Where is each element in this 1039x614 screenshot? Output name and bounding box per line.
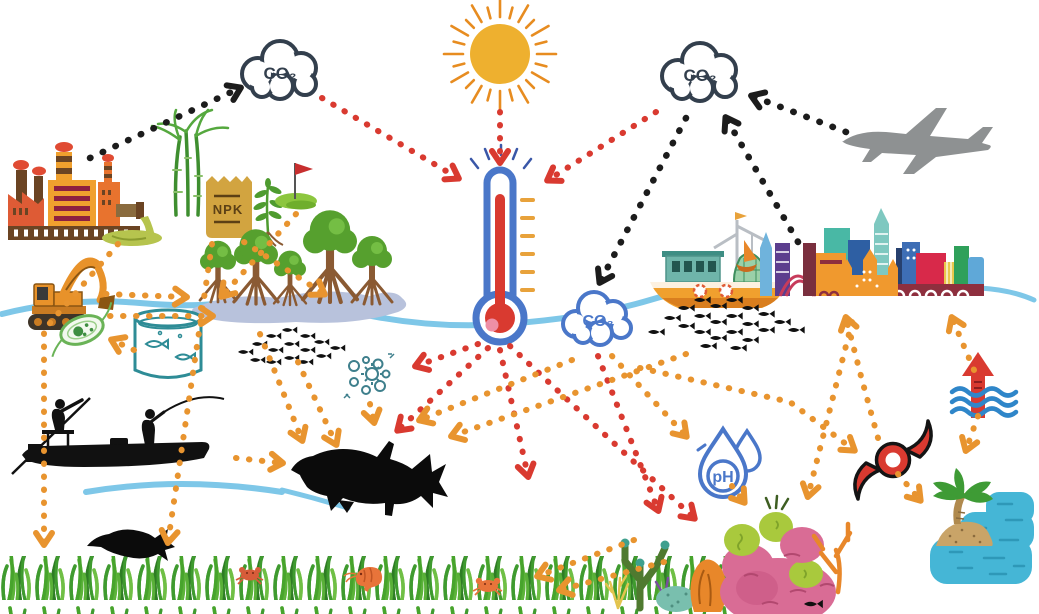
fish-icon (284, 340, 300, 348)
thermometer-warming-icon (469, 143, 535, 346)
fish-icon (710, 318, 727, 326)
water-line-right (977, 285, 1037, 303)
edge-fish-school-nursery-to-tarpon (295, 359, 342, 448)
fishing-trawler-icon (650, 212, 788, 308)
edge-fish-school-ocean-to-tarpon (448, 351, 689, 443)
coral-reef-icon (604, 494, 853, 614)
fish-icon (282, 326, 298, 334)
fish-icon (694, 328, 711, 336)
fish-icon (330, 344, 346, 352)
fish-icon (648, 328, 665, 336)
edge-airplane-to-co2-atmosphere-right (748, 89, 850, 136)
fish-icon (694, 312, 711, 320)
mangrove-trees-icon (191, 210, 407, 324)
fish-icon (700, 342, 717, 350)
fish-icon (266, 332, 282, 340)
fish-school-nursery-icon (238, 326, 346, 366)
golf-green-icon (275, 163, 317, 210)
edge-dissolved-co2-to-coral-reef (595, 353, 665, 514)
tarpon-icon (291, 441, 448, 516)
fish-icon (730, 344, 747, 352)
edge-city-to-co2-atmosphere-right (721, 114, 802, 246)
edge-golf-course-to-mangroves (218, 211, 299, 300)
edge-coral-reef-to-seagrass (556, 559, 667, 598)
plankton-cluster-icon (343, 353, 395, 399)
edge-hurricane-to-city (838, 314, 881, 441)
crab-icon (472, 577, 503, 596)
edge-dissolved-co2-to-ph (609, 353, 690, 440)
factory-pollution-icon (8, 142, 162, 246)
fish-icon (742, 336, 759, 344)
edge-co2-atmosphere-right-to-dissolved-co2 (595, 114, 690, 286)
edge-sea-level-rise-to-island (959, 413, 981, 454)
sugarcane-icon (150, 108, 230, 217)
crab-icon (235, 567, 264, 585)
edge-thermometer-to-coral-reef (507, 343, 698, 522)
edge-co2-atmosphere-left-to-thermometer (319, 95, 462, 183)
dissolved-co2-label: CO₂ (582, 313, 613, 330)
co2-cloud-left-icon: CO₂ (240, 39, 318, 101)
anglers-boat-icon (11, 396, 225, 475)
fish-icon (758, 310, 775, 318)
npk-label: NPK (213, 202, 243, 217)
airplane-icon (842, 108, 993, 174)
edge-dissolved-co2-to-hurricane (637, 365, 858, 454)
hurricane-icon (853, 419, 933, 501)
edge-city-to-coral-reef (799, 319, 855, 500)
edge-thermometer-to-plankton (412, 341, 481, 373)
fish-tank-icon (133, 308, 203, 379)
fish-icon (300, 346, 316, 354)
edge-dissolved-co2-to-tarpon (416, 357, 575, 427)
water-line-tarpon (279, 487, 351, 511)
fish-icon (664, 314, 681, 322)
water-line-flats (83, 481, 285, 495)
fish-icon (788, 326, 805, 334)
ph-label: pH (712, 469, 733, 486)
edge-thermometer-to-tarpon (394, 345, 491, 434)
fish-icon (268, 346, 284, 354)
fish-icon (758, 326, 775, 334)
fish-icon (726, 328, 743, 336)
island-palm-icon (930, 468, 1034, 584)
edge-factory-to-co2-atmosphere-left (86, 82, 244, 162)
fish-icon (316, 352, 332, 360)
edge-co2-atmosphere-right-to-thermometer (544, 109, 659, 184)
edge-agriculture-to-seagrass (158, 241, 215, 546)
fish-icon (742, 320, 759, 328)
fish-icon (774, 318, 791, 326)
fish-icon (250, 356, 266, 364)
co2-cloud-right-icon: CO₂ (660, 41, 738, 103)
co2-right-label: CO₂ (683, 66, 716, 85)
edge-hurricane-to-island (895, 471, 924, 504)
fish-icon (300, 332, 316, 340)
fish-icon (726, 312, 743, 320)
edge-sea-level-rise-to-city (945, 314, 977, 373)
effluent-puddle (102, 230, 162, 246)
bonefish-icon (87, 529, 175, 561)
edge-agriculture-to-mangroves (241, 239, 328, 298)
edge-skiff-to-tarpon (233, 450, 286, 473)
edge-coral-reef-to-seagrass (534, 537, 637, 583)
shrimp-icon (343, 567, 383, 592)
edge-ph-to-coral-reef (728, 483, 748, 506)
edge-factory-to-seagrass (33, 241, 121, 548)
co2-left-label: CO₂ (263, 64, 296, 83)
ph-droplet-icon: pH (696, 425, 762, 499)
arrows-layer (33, 82, 981, 598)
fish-icon (238, 348, 254, 356)
sea-level-rise-icon (949, 352, 1019, 418)
city-skyline-icon (736, 208, 984, 297)
dissolved-co2-icon: CO₂ (561, 290, 633, 347)
sailboat-icon (736, 240, 757, 272)
edge-excavator-to-mangroves (103, 285, 190, 308)
sun-icon (442, 0, 558, 112)
edge-plankton-to-tarpon (360, 401, 383, 426)
fish-icon (314, 338, 330, 346)
fish-icon (710, 334, 727, 342)
fertilizer-bag-icon: NPK (206, 176, 252, 238)
fish-icon (678, 322, 695, 330)
edge-aquaculture-to-microbe (108, 334, 137, 355)
